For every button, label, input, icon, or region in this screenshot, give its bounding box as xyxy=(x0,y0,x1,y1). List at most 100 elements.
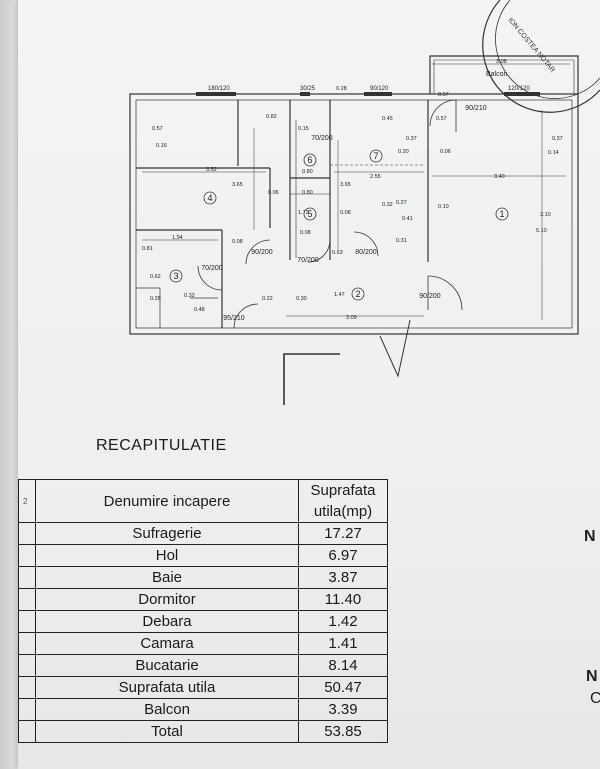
dimension-label: 0.62 xyxy=(150,274,161,280)
room-name-cell: Suprafata utila xyxy=(35,676,299,699)
dimension-label: 0.16 xyxy=(156,143,167,149)
dimension-label: 0.57 xyxy=(152,126,163,132)
area-value-cell: 8.14 xyxy=(298,654,388,677)
dimension-label: 0.06 xyxy=(440,149,451,155)
area-value-cell: 1.41 xyxy=(298,632,388,655)
sheet-edge xyxy=(0,0,18,769)
row-nr-cell xyxy=(18,544,36,567)
dimension-label: 0.08 xyxy=(300,230,311,236)
window-label: 30/25 xyxy=(300,86,316,92)
side-fragment: N xyxy=(584,528,596,545)
row-nr-cell xyxy=(18,588,36,611)
room-number-4: 4 xyxy=(207,193,212,203)
door-label: 70/200 xyxy=(311,135,333,142)
room-name-cell: Hol xyxy=(35,544,299,567)
dimension-label: 0.31 xyxy=(396,238,407,244)
row-nr-cell xyxy=(18,720,36,743)
dimension-label: 3.09 xyxy=(346,315,357,321)
side-fragment: C xyxy=(590,690,600,707)
dimension-label: 3.40 xyxy=(494,174,505,180)
dimension-label: 0.32 xyxy=(184,293,195,299)
dimension-label: 0.28 xyxy=(336,86,347,92)
header-nr: 2 xyxy=(18,479,36,523)
dimension-label: 1.47 xyxy=(334,292,345,298)
dimension-label: 3.65 xyxy=(340,182,351,188)
room-number-6: 6 xyxy=(307,155,312,165)
dimension-label: 1.72 xyxy=(298,210,309,216)
table-header-row: 2 Denumire incapere Suprafata utila(mp) xyxy=(18,479,388,523)
dimension-label: 0.37 xyxy=(406,136,417,142)
notary-stamp-text: ION COSTEA NOTAR xyxy=(506,17,556,74)
dimension-label: 0.80 xyxy=(302,190,313,196)
room-name-cell: Debara xyxy=(35,610,299,633)
room-number-5: 5 xyxy=(307,209,312,219)
dimension-label: 0.10 xyxy=(438,204,449,210)
dimension-label: 0.08 xyxy=(232,239,243,245)
area-value-cell: 1.42 xyxy=(298,610,388,633)
room-name-cell: Sufragerie xyxy=(35,522,299,545)
dimension-label: 3.10 xyxy=(540,212,551,218)
balcony-outline xyxy=(429,55,579,94)
area-value-cell: 53.85 xyxy=(298,720,388,743)
door-label: 95/210 xyxy=(223,315,245,322)
side-fragment: N xyxy=(586,668,598,685)
row-nr-cell xyxy=(18,654,36,677)
dimension-label: 0.57 xyxy=(438,92,449,98)
room-number-7: 7 xyxy=(373,151,378,161)
room-number-1: 1 xyxy=(499,209,504,219)
row-nr-cell xyxy=(18,610,36,633)
dimension-label: 5.10 xyxy=(536,228,547,234)
dimension-label: 0.81 xyxy=(142,246,153,252)
area-value-cell: 3.39 xyxy=(298,698,388,721)
area-value-cell: 17.27 xyxy=(298,522,388,545)
row-nr-cell xyxy=(18,522,36,545)
door-label: 70/200 xyxy=(201,265,223,272)
dimension-label: 0.30 xyxy=(296,296,307,302)
dimension-label: 0.37 xyxy=(552,136,563,142)
floor-plan: 1 2 3 4 5 6 7 Balcon 90/210 70/200 90/20… xyxy=(129,0,600,405)
balcony-label: Balcon xyxy=(486,71,508,78)
dimension-label: 0.80 xyxy=(302,169,313,175)
door-label: 70/200 xyxy=(297,257,319,264)
room-name-cell: Baie xyxy=(35,566,299,589)
outer-wall xyxy=(129,93,579,335)
room-name-cell: Bucatarie xyxy=(35,654,299,677)
header-name: Denumire incapere xyxy=(35,479,299,523)
dimension-label: 3.52 xyxy=(206,167,217,173)
dimension-label: 0.06 xyxy=(268,190,279,196)
room-number-2: 2 xyxy=(355,289,360,299)
room-number-3: 3 xyxy=(173,271,178,281)
dimension-label: 0.63 xyxy=(332,250,343,256)
dimension-label: 0.48 xyxy=(194,307,205,313)
room-name-cell: Balcon xyxy=(35,698,299,721)
dimension-label: 0.20 xyxy=(398,149,409,155)
dimension-label: 0.22 xyxy=(262,296,273,302)
row-nr-cell xyxy=(18,566,36,589)
dimension-label: 2.55 xyxy=(370,174,381,180)
dimension-label: 0.57 xyxy=(436,116,447,122)
dimension-label: 0.82 xyxy=(266,114,277,120)
recap-title: RECAPITULATIE xyxy=(96,437,227,454)
dimension-label: 0.08 xyxy=(340,210,351,216)
dimension-label: 0.27 xyxy=(396,200,407,206)
row-nr-cell xyxy=(18,676,36,699)
area-value-cell: 6.97 xyxy=(298,544,388,567)
door-label: 80/200 xyxy=(355,249,377,256)
dimension-label: 0.41 xyxy=(402,216,413,222)
dimension-label: 0.28 xyxy=(150,296,161,302)
dimension-label: 0.15 xyxy=(298,126,309,132)
dimension-label: 0.32 xyxy=(382,202,393,208)
dimension-label: 0.14 xyxy=(548,150,559,156)
dimension-label: 3.65 xyxy=(232,182,243,188)
area-value-cell: 3.87 xyxy=(298,566,388,589)
